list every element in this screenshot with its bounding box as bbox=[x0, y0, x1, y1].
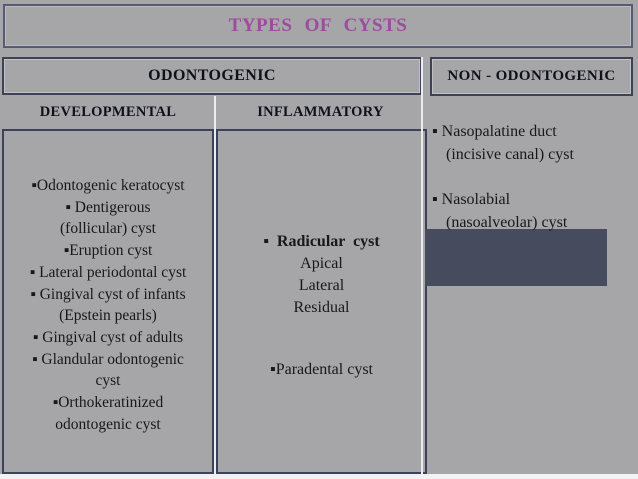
list-item: ▪ Gingival cyst of infants (Epstein pear… bbox=[30, 285, 186, 325]
inflammatory-list-box: ▪ Radicular cyst Apical Lateral Residual… bbox=[216, 129, 427, 474]
list-item: ▪ Glandular odontogenic cyst bbox=[32, 350, 184, 390]
list-item: ▪Eruption cyst bbox=[63, 242, 153, 260]
list-item-line: (nasoalveolar) cyst bbox=[446, 214, 568, 231]
list-item-line: (incisive canal) cyst bbox=[446, 146, 574, 163]
list-item-line: ▪ Nasolabial bbox=[432, 191, 511, 208]
list-item: ▪Odontogenic keratocyst bbox=[31, 177, 185, 194]
list-item-line: ▪ Nasopalatine duct bbox=[432, 123, 557, 140]
radicular-sub-item: Apical bbox=[300, 255, 343, 272]
column-divider-light bbox=[421, 57, 423, 474]
developmental-list-box: ▪Odontogenic keratocyst ▪ Dentigerous (f… bbox=[2, 129, 214, 474]
slide-title: TYPES OF CYSTS bbox=[228, 15, 408, 36]
bottom-edge-strip bbox=[0, 474, 638, 479]
list-item: ▪Orthokeratinized odontogenic cyst bbox=[52, 394, 164, 433]
title-box: TYPES OF CYSTS bbox=[3, 4, 633, 48]
list-item: ▪ Gingival cyst of adults bbox=[32, 328, 184, 346]
list-item: ▪ Nasopalatine duct (incisive canal) cys… bbox=[432, 120, 635, 166]
list-item: ▪ Lateral periodontal cyst bbox=[29, 263, 187, 281]
list-item: ▪ Dentigerous (follicular) cyst bbox=[60, 198, 156, 238]
radicular-sub-item: Residual bbox=[293, 299, 350, 316]
developmental-column-header: DEVELOPMENTAL bbox=[39, 104, 177, 120]
covered-content-box bbox=[425, 229, 607, 286]
non-odontogenic-header-label: NON - ODONTOGENIC bbox=[447, 68, 616, 84]
radicular-sub-item: Lateral bbox=[298, 277, 345, 294]
non-odontogenic-header-box: NON - ODONTOGENIC bbox=[430, 57, 633, 96]
paradental-cyst-item: ▪Paradental cyst bbox=[270, 361, 373, 378]
radicular-cyst-item: ▪ Radicular cyst bbox=[263, 233, 380, 250]
odontogenic-header-label: ODONTOGENIC bbox=[148, 67, 276, 84]
column-divider-light bbox=[214, 96, 216, 474]
non-odontogenic-list: ▪ Nasopalatine duct (incisive canal) cys… bbox=[427, 120, 635, 234]
list-item: ▪ Nasolabial (nasoalveolar) cyst bbox=[432, 188, 635, 234]
inflammatory-column-header: INFLAMMATORY bbox=[257, 104, 384, 120]
odontogenic-header-box: ODONTOGENIC bbox=[2, 57, 422, 95]
